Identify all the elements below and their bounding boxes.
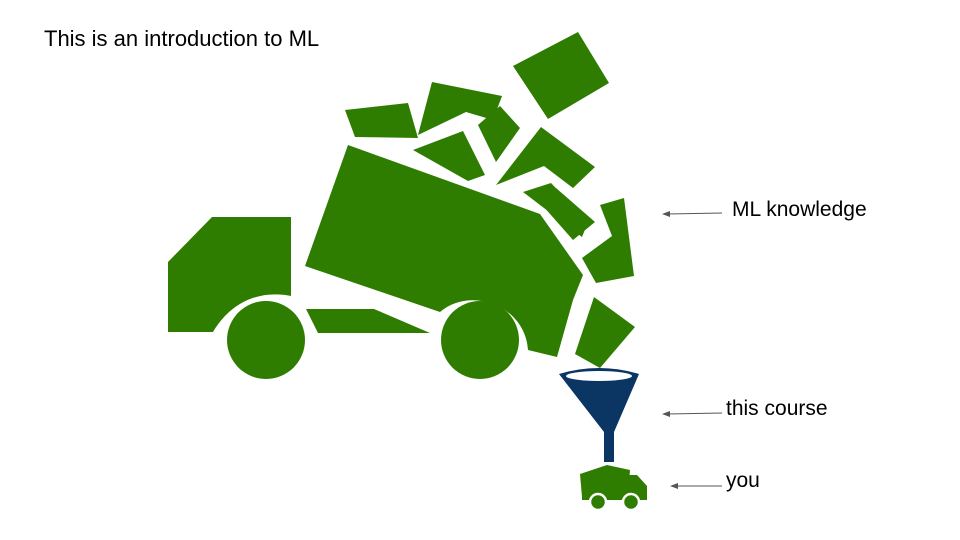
funnel-icon [559, 368, 639, 462]
truck-bed [305, 145, 583, 357]
slide-title: This is an introduction to ML [44, 26, 320, 51]
truck-wheel-rear [441, 301, 519, 379]
label-you: you [726, 469, 760, 492]
fragment [575, 297, 635, 368]
small-truck-bed [580, 465, 630, 497]
arrow-icon [670, 483, 722, 489]
small-truck-wheel-front [621, 492, 641, 512]
small-truck-wheel-rear [588, 492, 608, 512]
fragment [478, 106, 520, 162]
truck-wheel-front [227, 301, 305, 379]
dump-truck-icon [168, 145, 583, 379]
small-truck-chassis [582, 494, 647, 500]
fragment [413, 131, 485, 181]
fragment [496, 127, 595, 188]
fragment [582, 198, 634, 283]
fragment [345, 103, 418, 138]
knowledge-fragments [345, 32, 635, 368]
label-ml-knowledge: ML knowledge [732, 198, 867, 221]
small-truck-icon [580, 465, 647, 512]
arrow-icon [662, 211, 723, 217]
fragment [513, 32, 609, 119]
truck-chassis [306, 309, 430, 333]
arrow-icon [662, 411, 723, 417]
truck-cab [168, 217, 291, 332]
pointer-arrows [662, 211, 723, 489]
label-this-course: this course [726, 397, 828, 420]
funnel-cone [559, 368, 639, 462]
funnel-rim [566, 371, 632, 381]
fragment [418, 82, 502, 135]
fragment [543, 188, 595, 240]
